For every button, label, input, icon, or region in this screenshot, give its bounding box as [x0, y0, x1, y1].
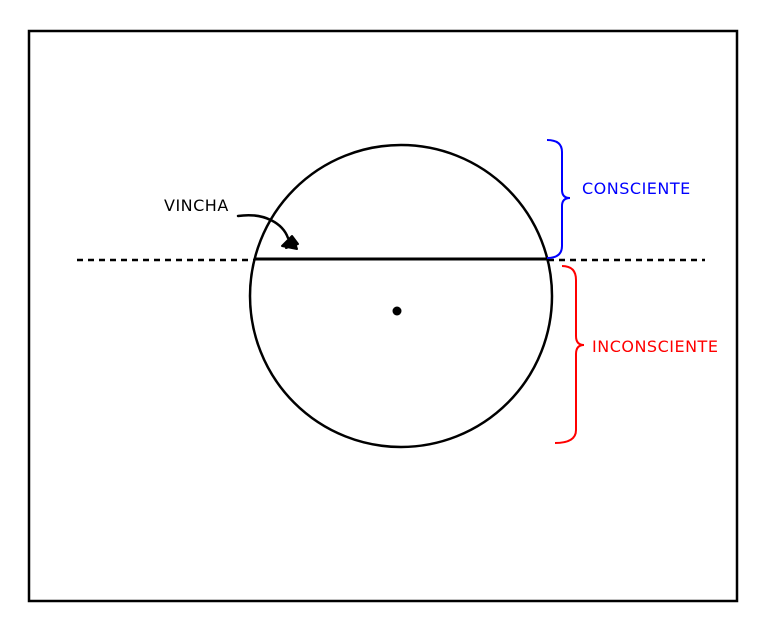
vincha-arrow	[236, 213, 290, 240]
mind-circle	[248, 143, 554, 449]
center-dot	[392, 306, 402, 316]
consciente-brace	[546, 139, 571, 259]
consciente-label: CONSCIENTE	[582, 179, 691, 198]
inconsciente-brace	[554, 265, 585, 444]
vincha-scribble	[281, 235, 299, 250]
outer-frame	[27, 29, 739, 603]
vincha-label: VINCHA	[164, 196, 229, 215]
inconsciente-label: INCONSCIENTE	[592, 337, 718, 356]
